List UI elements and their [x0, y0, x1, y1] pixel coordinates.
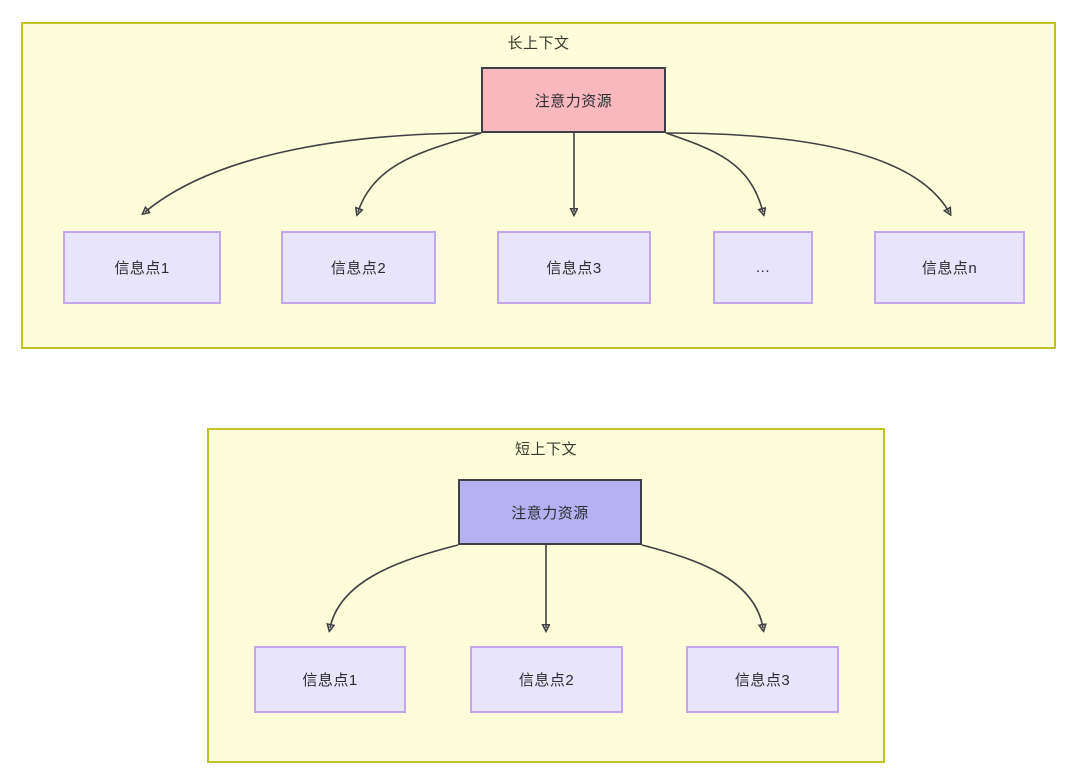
- node-label: 信息点3: [546, 260, 602, 277]
- node-short-context-info-point-3[interactable]: 信息点3: [686, 646, 839, 713]
- node-label: 注意力资源: [511, 504, 589, 522]
- node-long-context-info-point-n[interactable]: 信息点n: [874, 231, 1025, 304]
- node-short-context-info-point-2[interactable]: 信息点2: [470, 646, 623, 713]
- node-long-context-info-point-1[interactable]: 信息点1: [63, 231, 221, 304]
- node-label: 信息点n: [921, 260, 978, 277]
- panel-short-context-title: 短上下文: [514, 441, 577, 458]
- node-label: 信息点1: [302, 672, 358, 689]
- node-label: ...: [755, 259, 770, 276]
- node-long-context-info-point-2[interactable]: 信息点2: [281, 231, 436, 304]
- node-long-context-attention-resource[interactable]: 注意力资源: [481, 67, 666, 133]
- node-long-context-info-point-ellipsis[interactable]: ...: [713, 231, 813, 304]
- node-long-context-info-point-3[interactable]: 信息点3: [497, 231, 651, 304]
- panel-long-context-title: 长上下文: [507, 35, 570, 52]
- node-label: 信息点1: [114, 260, 170, 277]
- node-label: 信息点2: [518, 672, 575, 689]
- node-short-context-info-point-1[interactable]: 信息点1: [254, 646, 406, 713]
- node-label: 注意力资源: [534, 92, 613, 110]
- node-label: 信息点3: [734, 672, 791, 689]
- node-label: 信息点2: [330, 260, 387, 277]
- node-short-context-attention-resource[interactable]: 注意力资源: [458, 479, 642, 545]
